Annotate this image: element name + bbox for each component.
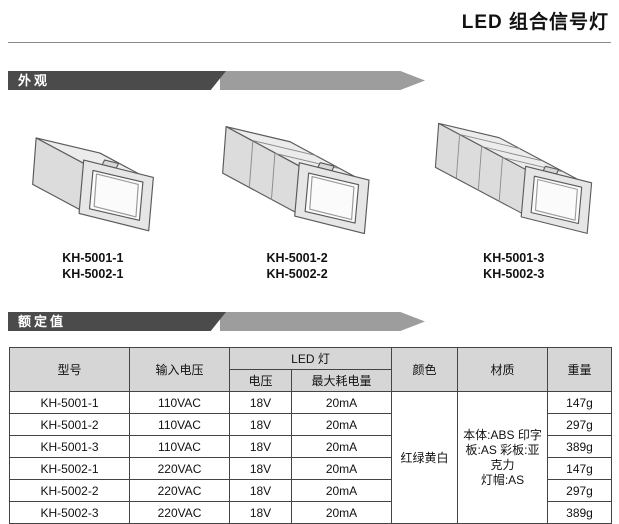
model-label: KH-5001-3 [483,251,545,265]
product-model-labels: KH-5001-1 KH-5002-1 [62,250,123,282]
product-image-double-module [222,125,370,234]
header-model: 型号 [9,347,130,392]
section-banner-appearance-label: 外观 [8,71,226,90]
cell-led-current: 20mA [291,413,392,436]
cell-input-voltage: 220VAC [129,479,230,502]
cell-input-voltage: 110VAC [129,391,230,414]
section-banner-ratings-label: 额定值 [8,312,226,331]
product-column-1: KH-5001-1 KH-5002-1 [0,96,186,282]
cell-weight: 147g [547,457,612,480]
page-title: LED 组合信号灯 [461,12,609,33]
cell-weight: 389g [547,435,612,458]
cell-material: 本体:ABS 印字板:AS 彩板:亚克力 灯帽:AS [457,391,548,524]
cell-led-voltage: 18V [229,479,292,502]
cell-led-current: 20mA [291,457,392,480]
model-label: KH-5002-2 [266,267,328,281]
cell-model: KH-5001-2 [9,413,130,436]
cell-input-voltage: 110VAC [129,413,230,436]
header-input-voltage: 输入电压 [129,347,230,392]
section-banner-appearance: 外观 [8,71,428,90]
section-banner-ratings: 额定值 [8,312,428,331]
header-led-voltage: 电压 [229,369,292,392]
product-column-2: KH-5001-2 KH-5002-2 [186,96,409,282]
model-label: KH-5002-1 [62,267,124,281]
cell-model: KH-5001-3 [9,435,130,458]
product-column-3: KH-5001-3 KH-5002-3 [409,96,619,282]
cell-led-voltage: 18V [229,457,292,480]
cell-input-voltage: 110VAC [129,435,230,458]
banner-arrow-shape [220,71,425,90]
product-model-labels: KH-5001-3 KH-5002-3 [483,250,544,282]
cell-weight: 297g [547,413,612,436]
cell-model: KH-5002-1 [9,457,130,480]
cell-led-current: 20mA [291,435,392,458]
model-label: KH-5001-2 [266,251,328,265]
table-row: KH-5001-3 110VAC 18V 20mA 389g [9,435,612,458]
header-weight: 重量 [547,347,612,392]
header-led-max-current: 最大耗电量 [291,369,392,392]
product-image-triple-module [435,123,593,235]
product-image-single-module [31,137,154,232]
product-model-labels: KH-5001-2 KH-5002-2 [267,250,328,282]
table-row: KH-5001-1 110VAC 18V 20mA 红绿黄白 本体:ABS 印字… [9,391,612,524]
cell-led-voltage: 18V [229,435,292,458]
cell-model: KH-5001-1 [9,391,130,414]
cell-input-voltage: 220VAC [129,457,230,480]
table-row: KH-5002-1 220VAC 18V 20mA 147g [9,457,612,480]
cell-weight: 147g [547,391,612,414]
cell-led-current: 20mA [291,391,392,414]
table-header-row-2: 电压 最大耗电量 [10,369,612,392]
cell-color: 红绿黄白 [391,391,458,524]
cell-led-voltage: 18V [229,413,292,436]
cell-led-current: 20mA [291,479,392,502]
header-color: 颜色 [391,347,458,392]
header-led: LED 灯 [229,347,392,370]
table-header-row-1: 型号 输入电压 LED 灯 颜色 材质 重量 [9,347,612,392]
ratings-table: 型号 输入电压 LED 灯 颜色 材质 重量 电压 最大耗电量 KH-5001-… [9,347,612,524]
product-gallery: KH-5001-1 KH-5002-1 [0,96,619,282]
cell-model: KH-5002-2 [9,479,130,502]
cell-led-voltage: 18V [229,391,292,414]
model-label: KH-5002-3 [483,267,545,281]
table-row: KH-5002-2 220VAC 18V 20mA 297g [9,479,612,502]
cell-weight: 297g [547,479,612,502]
title-divider [8,42,611,43]
model-label: KH-5001-1 [62,251,124,265]
header-material: 材质 [457,347,548,392]
banner-arrow-shape [220,312,425,331]
